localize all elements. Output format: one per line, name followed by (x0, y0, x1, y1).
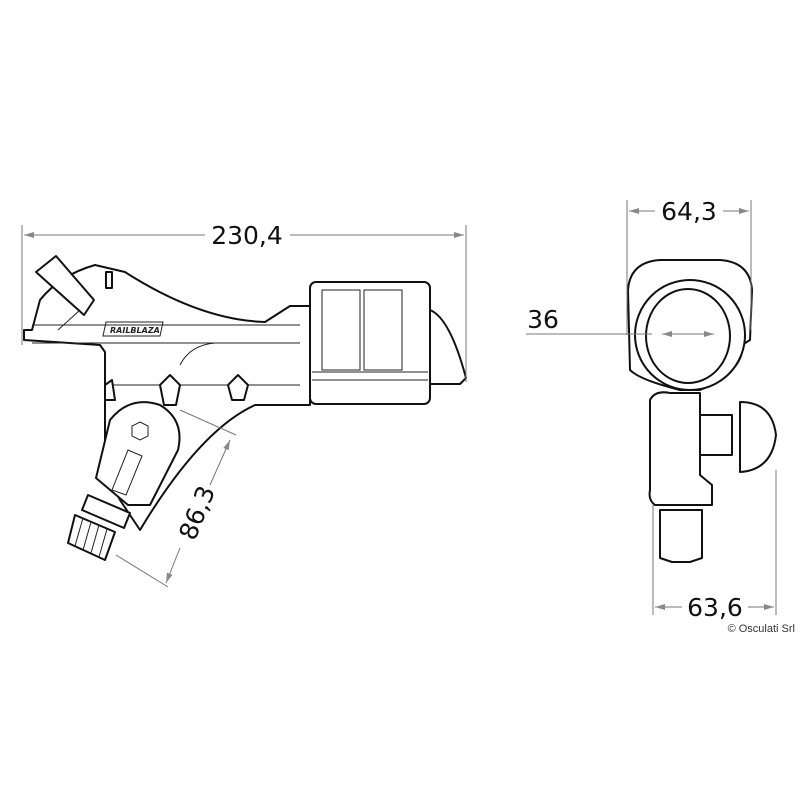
front-view (627, 259, 777, 563)
dimension-label-width-top: 64,3 (661, 197, 717, 226)
dimension-tube-diameter: 36 (526, 305, 714, 337)
swivel-front (648, 391, 713, 506)
dimension-label-diameter: 36 (527, 305, 559, 334)
side-view: RAILBLAZA (23, 255, 467, 561)
dimension-overall-length: 230,4 (21, 221, 467, 382)
tube-end-cap (429, 309, 467, 385)
swivel-mount (95, 401, 181, 506)
post (105, 271, 113, 289)
dimension-front-width-bottom: 63,6 (652, 470, 777, 622)
base-nut (67, 514, 116, 561)
dimension-label-length: 230,4 (211, 221, 283, 250)
base-nut-front (659, 509, 703, 563)
dimension-label-height: 86,3 (173, 482, 221, 544)
copyright-notice: © Osculati Srl (728, 623, 795, 635)
brand-logo: RAILBLAZA (110, 326, 160, 335)
tube-clamp (309, 281, 431, 405)
lock-knob (739, 401, 777, 473)
lock-lever (35, 255, 95, 316)
dimension-front-width-top: 64,3 (626, 197, 752, 335)
dimension-label-width-bottom: 63,6 (687, 593, 743, 622)
